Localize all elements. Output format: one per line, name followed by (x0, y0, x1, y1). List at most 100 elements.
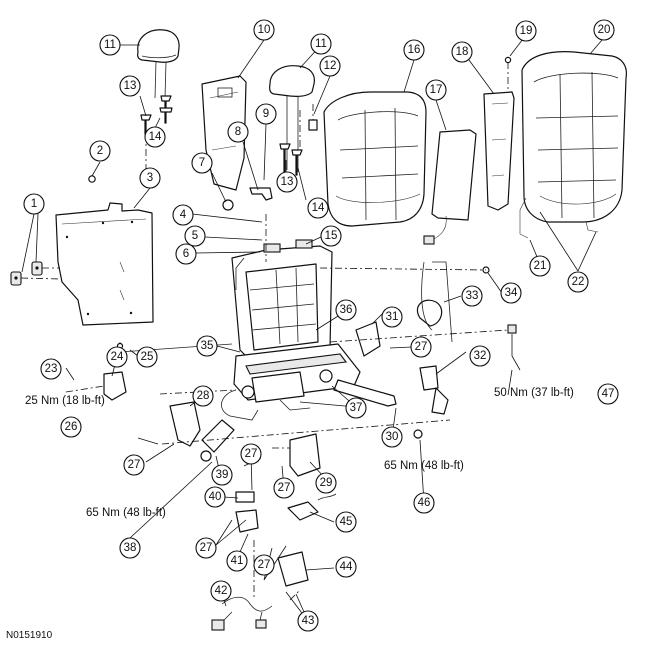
bracket-18 (483, 91, 515, 211)
bracket-41 (235, 509, 259, 533)
torque-label-26: 25 Nm (18 lb-ft) (25, 395, 105, 407)
svg-text:41: 41 (231, 555, 244, 567)
svg-text:27: 27 (200, 542, 213, 554)
bracket-29 (289, 433, 321, 477)
callout-30: 30 (381, 426, 403, 448)
bolt-46 (413, 429, 423, 439)
svg-text:26: 26 (65, 421, 78, 433)
callout-10: 10 (253, 19, 275, 41)
callout-28: 28 (192, 385, 214, 407)
switch-45 (287, 493, 337, 521)
callout-7: 7 (191, 152, 213, 174)
svg-text:27: 27 (245, 448, 258, 460)
svg-text:6: 6 (183, 248, 189, 260)
callout-47: 47 (597, 383, 619, 405)
svg-text:5: 5 (192, 230, 198, 242)
headrest-center (269, 65, 315, 172)
torque-label-47: 50 Nm (37 lb-ft) (494, 387, 574, 399)
callout-2: 2 (89, 140, 111, 162)
svg-text:36: 36 (340, 304, 353, 316)
seatback-panel (55, 202, 154, 326)
callout-43: 43 (297, 610, 319, 632)
svg-text:14: 14 (312, 202, 325, 214)
svg-text:4: 4 (180, 209, 187, 221)
svg-text:15: 15 (325, 230, 338, 242)
callout-13-center: 13 (276, 171, 298, 193)
callout-11-left: 11 (99, 34, 121, 56)
clip-12 (308, 104, 318, 131)
svg-text:39: 39 (216, 469, 229, 481)
callout-37: 37 (345, 397, 367, 419)
callout-16: 16 (403, 39, 425, 61)
module-40 (235, 491, 255, 503)
bracket-44 (277, 551, 309, 587)
svg-text:17: 17 (430, 84, 443, 96)
seat-track (221, 343, 361, 421)
svg-text:11: 11 (104, 39, 116, 51)
svg-text:8: 8 (235, 126, 241, 138)
callout-32: 32 (469, 345, 491, 367)
callout-15: 15 (320, 225, 342, 247)
svg-text:23: 23 (45, 363, 58, 375)
svg-text:1: 1 (31, 198, 37, 210)
panel-clips (10, 261, 61, 286)
svg-text:20: 20 (598, 24, 611, 36)
callout-40: 40 (204, 486, 226, 508)
svg-text:16: 16 (408, 44, 421, 56)
svg-text:29: 29 (320, 477, 333, 489)
callout-25: 25 (136, 346, 158, 368)
figure-code: N0151910 (6, 630, 53, 641)
callout-46: 46 (413, 492, 435, 514)
callout-34: 34 (500, 282, 522, 304)
callout-45: 45 (335, 511, 357, 533)
svg-text:40: 40 (209, 491, 222, 503)
svg-text:13: 13 (124, 80, 137, 92)
callout-9: 9 (255, 103, 277, 125)
torque-label-38: 65 Nm (48 lb-ft) (86, 507, 166, 519)
screw-2 (88, 175, 96, 183)
callout-5: 5 (184, 225, 206, 247)
callout-24: 24 (106, 346, 128, 368)
bracket-24 (65, 371, 127, 401)
callout-27-b: 27 (240, 443, 262, 465)
svg-text:43: 43 (302, 615, 315, 627)
heater-mat (423, 129, 477, 245)
nut-47 (507, 324, 517, 334)
svg-text:34: 34 (505, 287, 518, 299)
svg-text:11: 11 (315, 38, 327, 50)
callout-44: 44 (335, 556, 357, 578)
svg-text:3: 3 (147, 172, 153, 184)
screw-19 (504, 56, 512, 92)
callout-13-left: 13 (119, 75, 141, 97)
svg-text:19: 19 (520, 25, 533, 37)
striker-bar (333, 379, 397, 407)
callout-38: 38 (119, 537, 141, 559)
callout-26: 26 (60, 416, 82, 438)
callout-41: 41 (226, 550, 248, 572)
svg-text:45: 45 (340, 516, 353, 528)
svg-text:33: 33 (466, 290, 479, 302)
headrest-left (137, 29, 180, 99)
callout-19: 19 (515, 20, 537, 42)
svg-text:27: 27 (278, 482, 291, 494)
callout-27-d: 27 (195, 537, 217, 559)
seat-belt-retractor (355, 261, 453, 415)
svg-text:25: 25 (141, 351, 154, 363)
callout-14-left: 14 (144, 126, 166, 148)
svg-text:9: 9 (263, 108, 269, 120)
wiring-harness (211, 596, 273, 631)
callout-27-e: 27 (253, 554, 275, 576)
svg-text:2: 2 (97, 145, 103, 157)
svg-text:31: 31 (386, 311, 399, 323)
svg-text:46: 46 (418, 497, 431, 509)
svg-text:37: 37 (350, 402, 363, 414)
svg-text:44: 44 (340, 561, 353, 573)
callout-31: 31 (381, 306, 403, 328)
seatback-cushion-rear (519, 51, 627, 239)
svg-text:35: 35 (201, 340, 214, 352)
svg-text:21: 21 (534, 260, 547, 272)
seatback-frame (231, 239, 333, 365)
callout-12: 12 (319, 55, 341, 77)
callout-11-center: 11 (310, 33, 332, 55)
svg-text:27: 27 (128, 459, 141, 471)
